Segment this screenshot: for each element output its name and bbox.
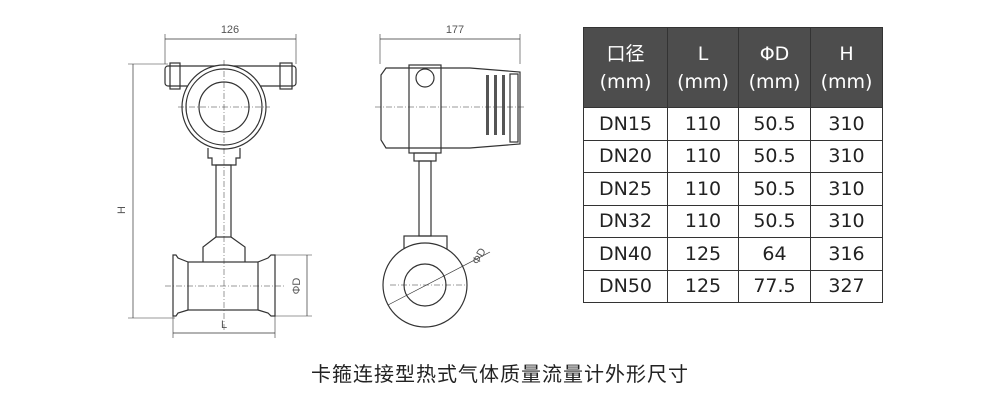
table-cell: 310 — [810, 204, 883, 238]
table-cell: 77.5 — [738, 269, 811, 303]
table-cell: 310 — [810, 107, 883, 141]
side-view: 177 ΦD — [375, 24, 525, 328]
header-length: L (mm) — [667, 27, 739, 108]
table-cell: 310 — [810, 172, 883, 206]
table-cell: 50.5 — [738, 172, 811, 206]
table-cell: 110 — [667, 139, 739, 173]
header-unit: (mm) — [677, 70, 729, 93]
header-diameter: ΦD (mm) — [738, 27, 811, 108]
table-cell: 64 — [738, 237, 811, 271]
length-label: L — [221, 319, 227, 331]
header-height: H (mm) — [810, 27, 883, 108]
header-name: ΦD — [759, 42, 790, 65]
dimension-drawing: 126 H ΦD L 177 — [116, 24, 525, 338]
table-cell: DN20 — [583, 139, 668, 173]
side-width-label: 177 — [446, 24, 464, 36]
table-cell: DN25 — [583, 172, 668, 206]
table-cell: 310 — [810, 139, 883, 173]
front-diameter-label: ΦD — [291, 278, 303, 295]
figure-caption: 卡箍连接型热式气体质量流量计外形尺寸 — [311, 362, 689, 386]
table-cell: DN15 — [583, 107, 668, 141]
table-cell: 50.5 — [738, 139, 811, 173]
table-cell: 327 — [810, 269, 883, 303]
table-cell: 110 — [667, 204, 739, 238]
table-cell: 50.5 — [738, 107, 811, 141]
table-cell: DN50 — [583, 269, 668, 303]
header-unit: (mm) — [820, 70, 873, 93]
front-view: 126 H ΦD L — [116, 24, 312, 338]
header-bore: 口径 (mm) — [583, 27, 668, 108]
table-cell: 50.5 — [738, 204, 811, 238]
table-cell: 125 — [667, 269, 739, 303]
table-cell: 125 — [667, 237, 739, 271]
height-label: H — [116, 206, 128, 214]
table-cell: DN40 — [583, 237, 668, 271]
front-width-label: 126 — [221, 24, 239, 36]
header-name: L — [697, 42, 709, 65]
table-cell: DN32 — [583, 204, 668, 238]
table-cell: 110 — [667, 107, 739, 141]
table-header-row: 口径 (mm) L (mm) ΦD (mm) H (mm) — [583, 27, 883, 108]
header-name: H — [839, 42, 854, 65]
header-unit: (mm) — [748, 70, 801, 93]
table-cell: 110 — [667, 172, 739, 206]
header-name: 口径 — [606, 42, 645, 65]
table-cell: 316 — [810, 237, 883, 271]
header-unit: (mm) — [599, 70, 652, 93]
side-diameter-label: ΦD — [470, 246, 489, 267]
